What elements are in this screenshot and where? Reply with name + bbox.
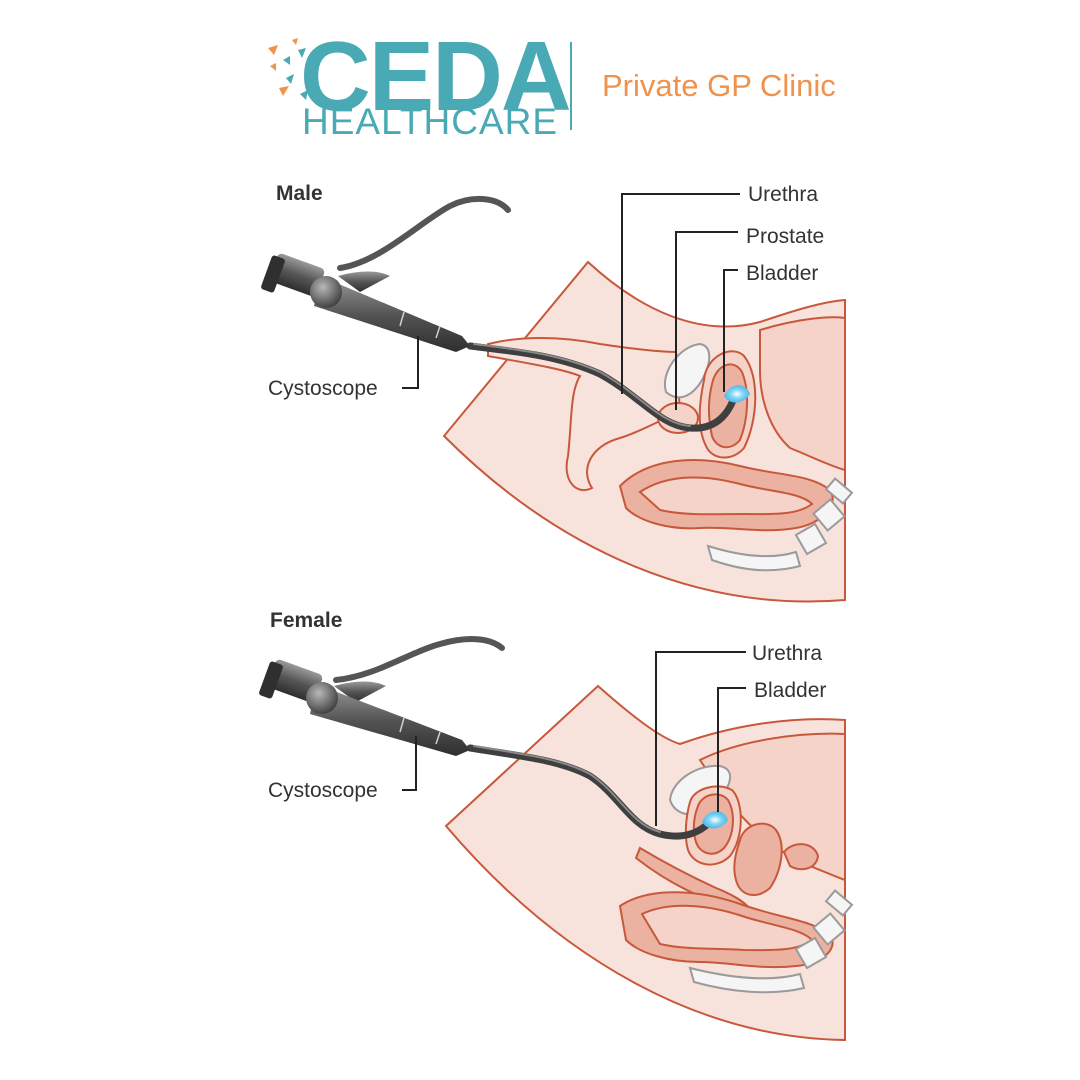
brand-logo: CEDA HEALTHCARE Private GP Clinic [268,21,836,142]
female-uterus [733,822,783,896]
male-abdomen [759,316,846,472]
male-cystoscope-icon [261,195,511,352]
female-spine [688,889,854,994]
male-penis [487,337,682,491]
female-bladder-label: Bladder [754,679,826,702]
female-bladder-leader [717,687,746,812]
brand-tagline: Private GP Clinic [602,68,836,103]
female-cystoscope-label: Cystoscope [268,779,378,802]
male-cystoscope-leader [402,336,419,389]
male-bladder-label: Bladder [746,262,818,285]
female-title: Female [270,609,342,632]
male-title: Male [276,182,323,205]
female-cystoscope-tube [466,744,714,840]
confetti-icon [268,38,318,100]
female-urethra-label: Urethra [752,642,822,665]
male-prostate-label: Prostate [746,225,824,248]
male-bladder-leader [723,269,738,392]
brand-subname: HEALTHCARE [302,101,558,142]
female-urethra-leader [655,651,746,826]
male-rectum-inner [638,476,814,516]
female-cystoscope-leader [402,736,417,791]
male-urethra-label: Urethra [748,183,818,206]
female-ovary [782,843,820,871]
female-cystoscope-icon [259,636,505,756]
brand-name: CEDA [300,21,570,131]
female-light-icon [702,811,728,829]
male-cystoscope-label: Cystoscope [268,377,378,400]
male-panel: Male [261,182,854,603]
male-cystoscope-tube [466,342,738,432]
male-spine [706,477,854,572]
male-light-icon [724,385,750,403]
female-panel: Female [259,609,854,1042]
male-urethra-leader [621,193,740,394]
male-prostate-leader [675,231,738,410]
